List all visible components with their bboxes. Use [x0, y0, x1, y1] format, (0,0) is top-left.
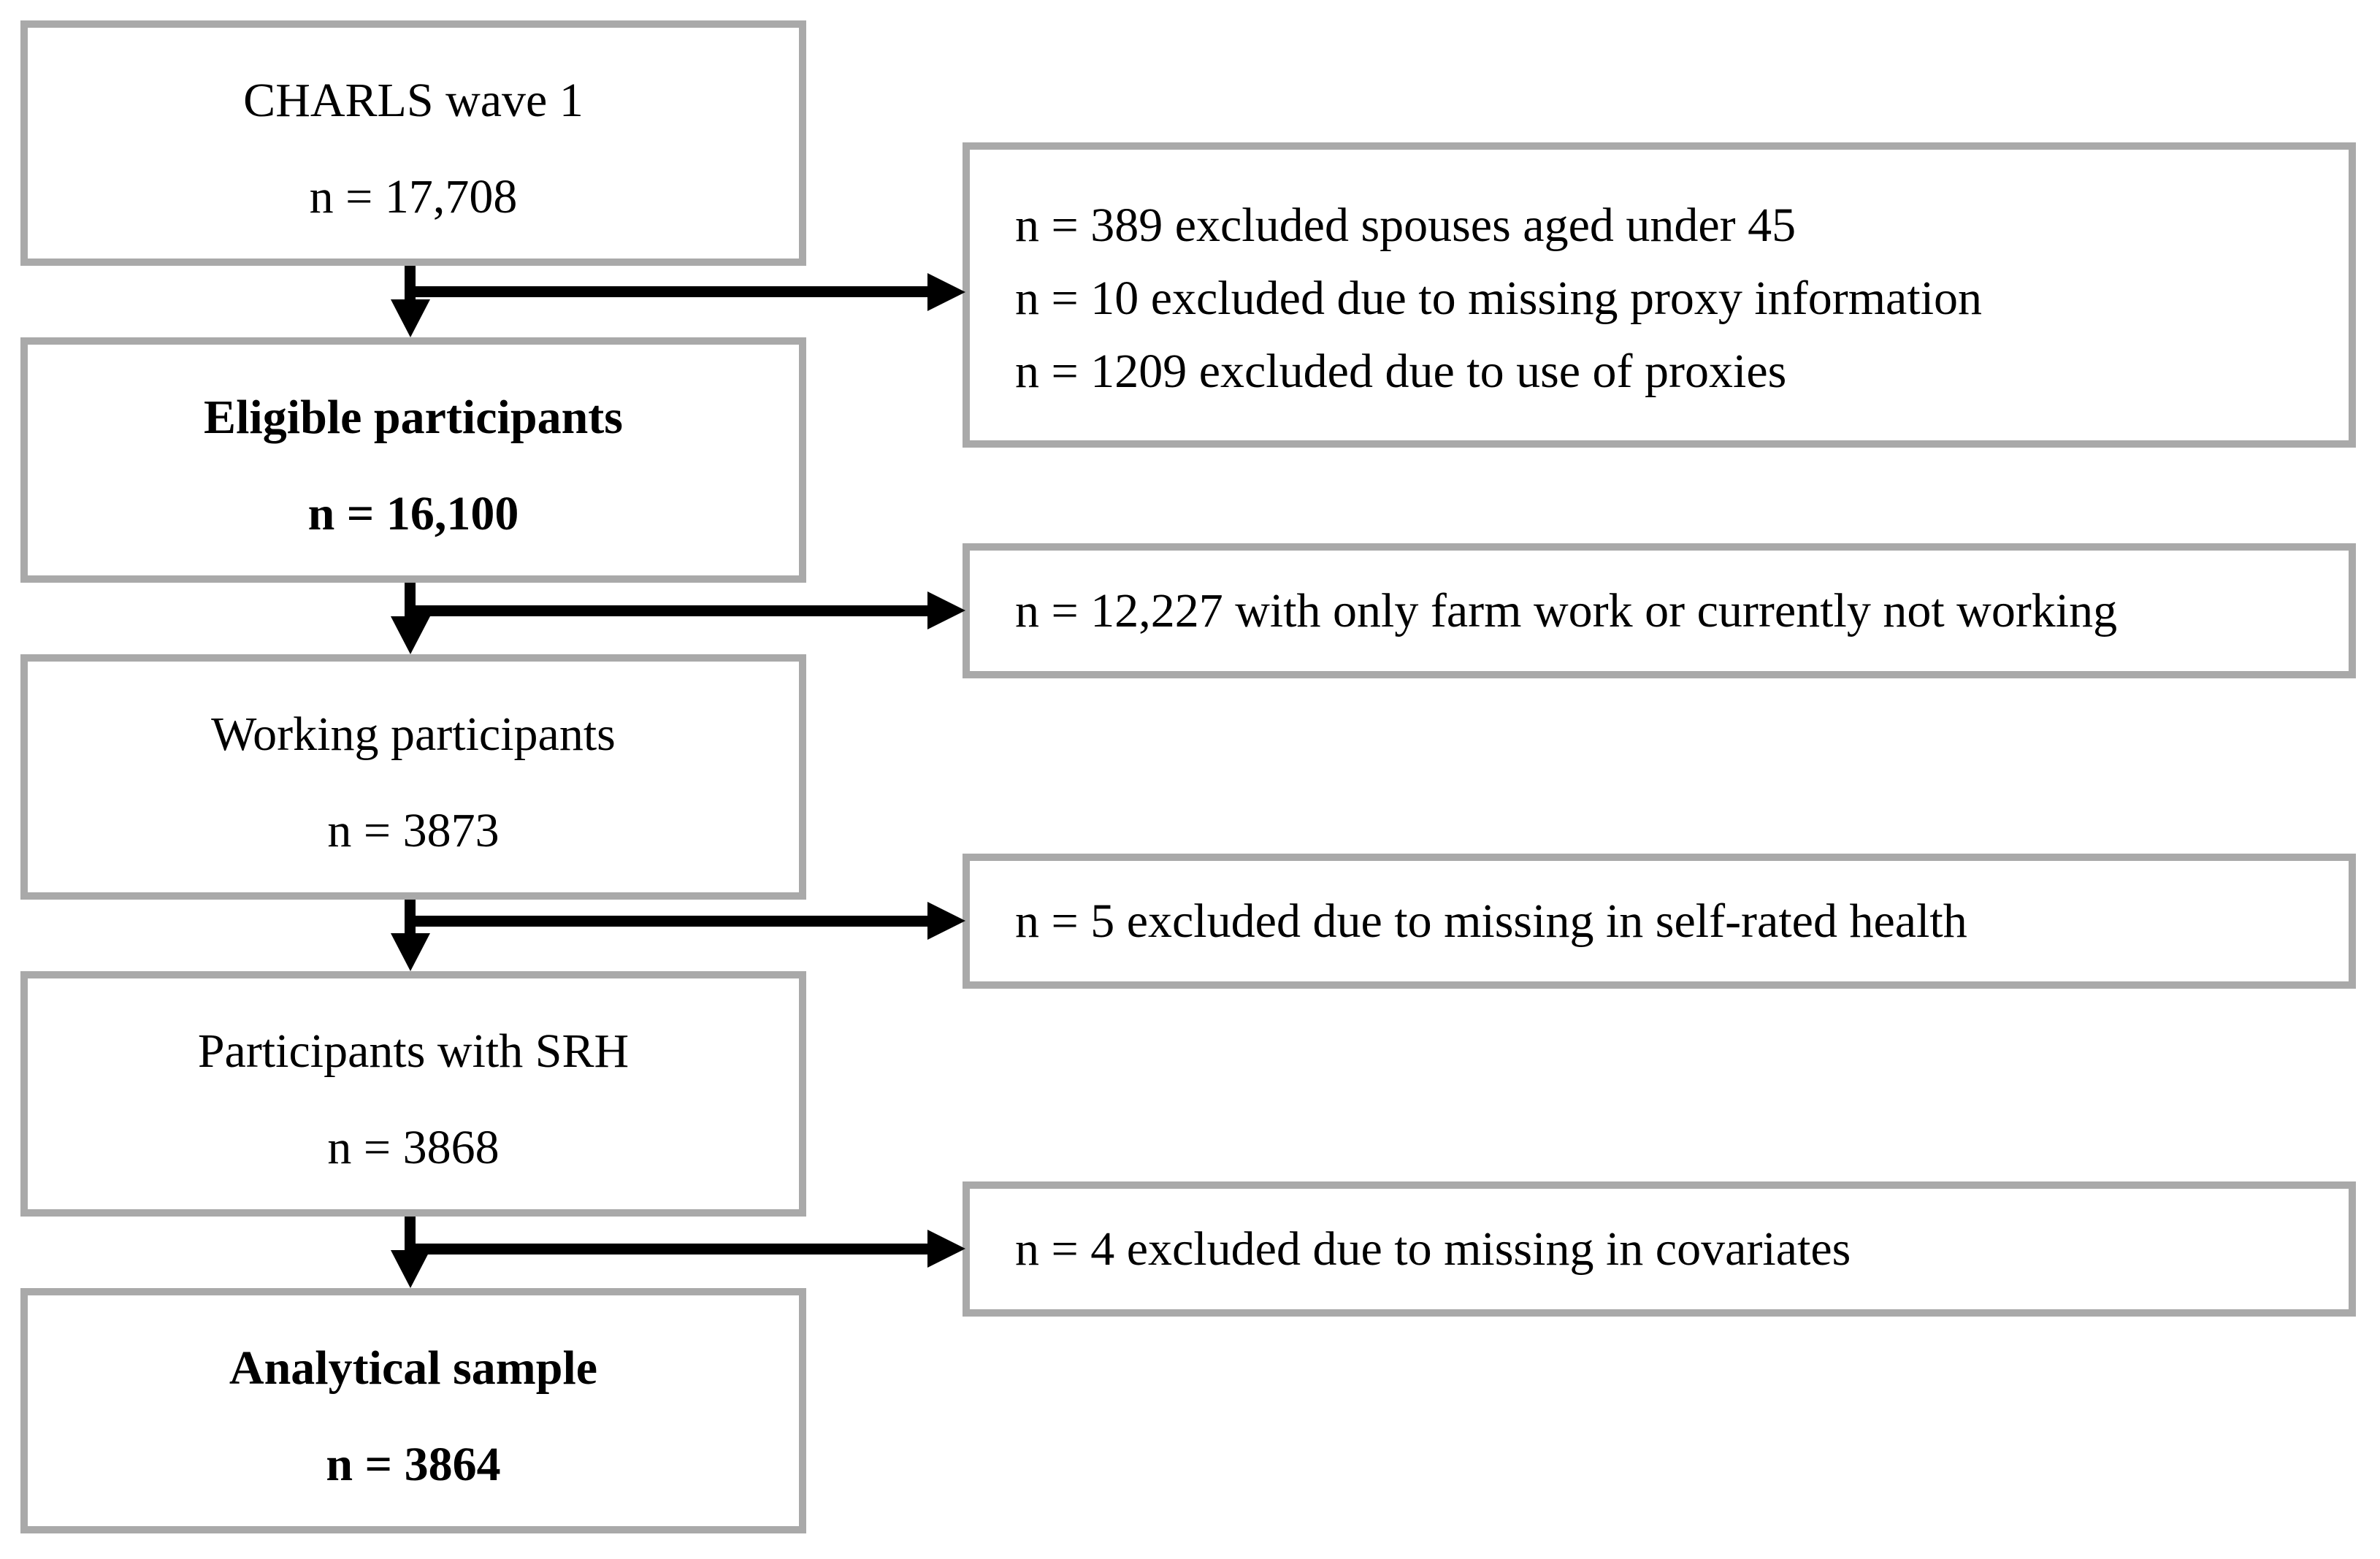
right-arrowhead-icon: [927, 902, 965, 940]
flow-box-analytical-sample: Analytical sample n = 3864: [20, 1288, 806, 1533]
box-title: CHARLS wave 1: [243, 74, 583, 127]
right-arrow-line-4: [405, 1244, 927, 1255]
box-title: Analytical sample: [229, 1341, 598, 1395]
right-arrowhead-icon: [927, 273, 965, 311]
flow-box-participants-with-srh: Participants with SRH n = 3868: [20, 971, 806, 1217]
right-arrowhead-icon: [927, 1230, 965, 1268]
right-arrowhead-icon: [927, 591, 965, 629]
box-n-value: n = 3864: [326, 1438, 501, 1491]
exclusion-box-wave1: n = 389 excluded spouses aged under 45 n…: [963, 142, 2356, 448]
down-arrowhead-icon: [391, 933, 430, 971]
exclusion-line: n = 1209 excluded due to use of proxies: [1015, 345, 1787, 398]
exclusion-line: n = 5 excluded due to missing in self-ra…: [1015, 894, 1967, 948]
box-n-value: n = 17,708: [309, 170, 518, 223]
exclusion-line: n = 389 excluded spouses aged under 45: [1015, 199, 1797, 252]
exclusion-box-missing-srh: n = 5 excluded due to missing in self-ra…: [963, 854, 2356, 989]
exclusion-box-farm-work: n = 12,227 with only farm work or curren…: [963, 543, 2356, 678]
box-n-value: n = 3873: [327, 804, 500, 857]
down-arrowhead-icon: [391, 299, 430, 337]
flow-box-eligible-participants: Eligible participants n = 16,100: [20, 337, 806, 583]
right-arrow-line-2: [405, 605, 927, 616]
down-arrow-stem-4: [405, 1217, 416, 1252]
flow-box-working-participants: Working participants n = 3873: [20, 654, 806, 900]
exclusion-line: n = 12,227 with only farm work or curren…: [1015, 583, 2118, 637]
box-n-value: n = 16,100: [307, 487, 519, 540]
box-title: Participants with SRH: [197, 1024, 630, 1078]
down-arrowhead-icon: [391, 1250, 430, 1288]
box-title: Working participants: [211, 708, 616, 761]
box-n-value: n = 3868: [327, 1121, 500, 1174]
right-arrow-line-1: [405, 286, 927, 297]
box-title: Eligible participants: [204, 391, 623, 444]
exclusion-line: n = 10 excluded due to missing proxy inf…: [1015, 272, 1983, 325]
exclusion-box-missing-covariates: n = 4 excluded due to missing in covaria…: [963, 1181, 2356, 1317]
right-arrow-line-3: [405, 916, 927, 927]
exclusion-line: n = 4 excluded due to missing in covaria…: [1015, 1222, 1851, 1276]
flow-box-charls-wave-1: CHARLS wave 1 n = 17,708: [20, 20, 806, 266]
down-arrowhead-icon: [391, 616, 430, 654]
